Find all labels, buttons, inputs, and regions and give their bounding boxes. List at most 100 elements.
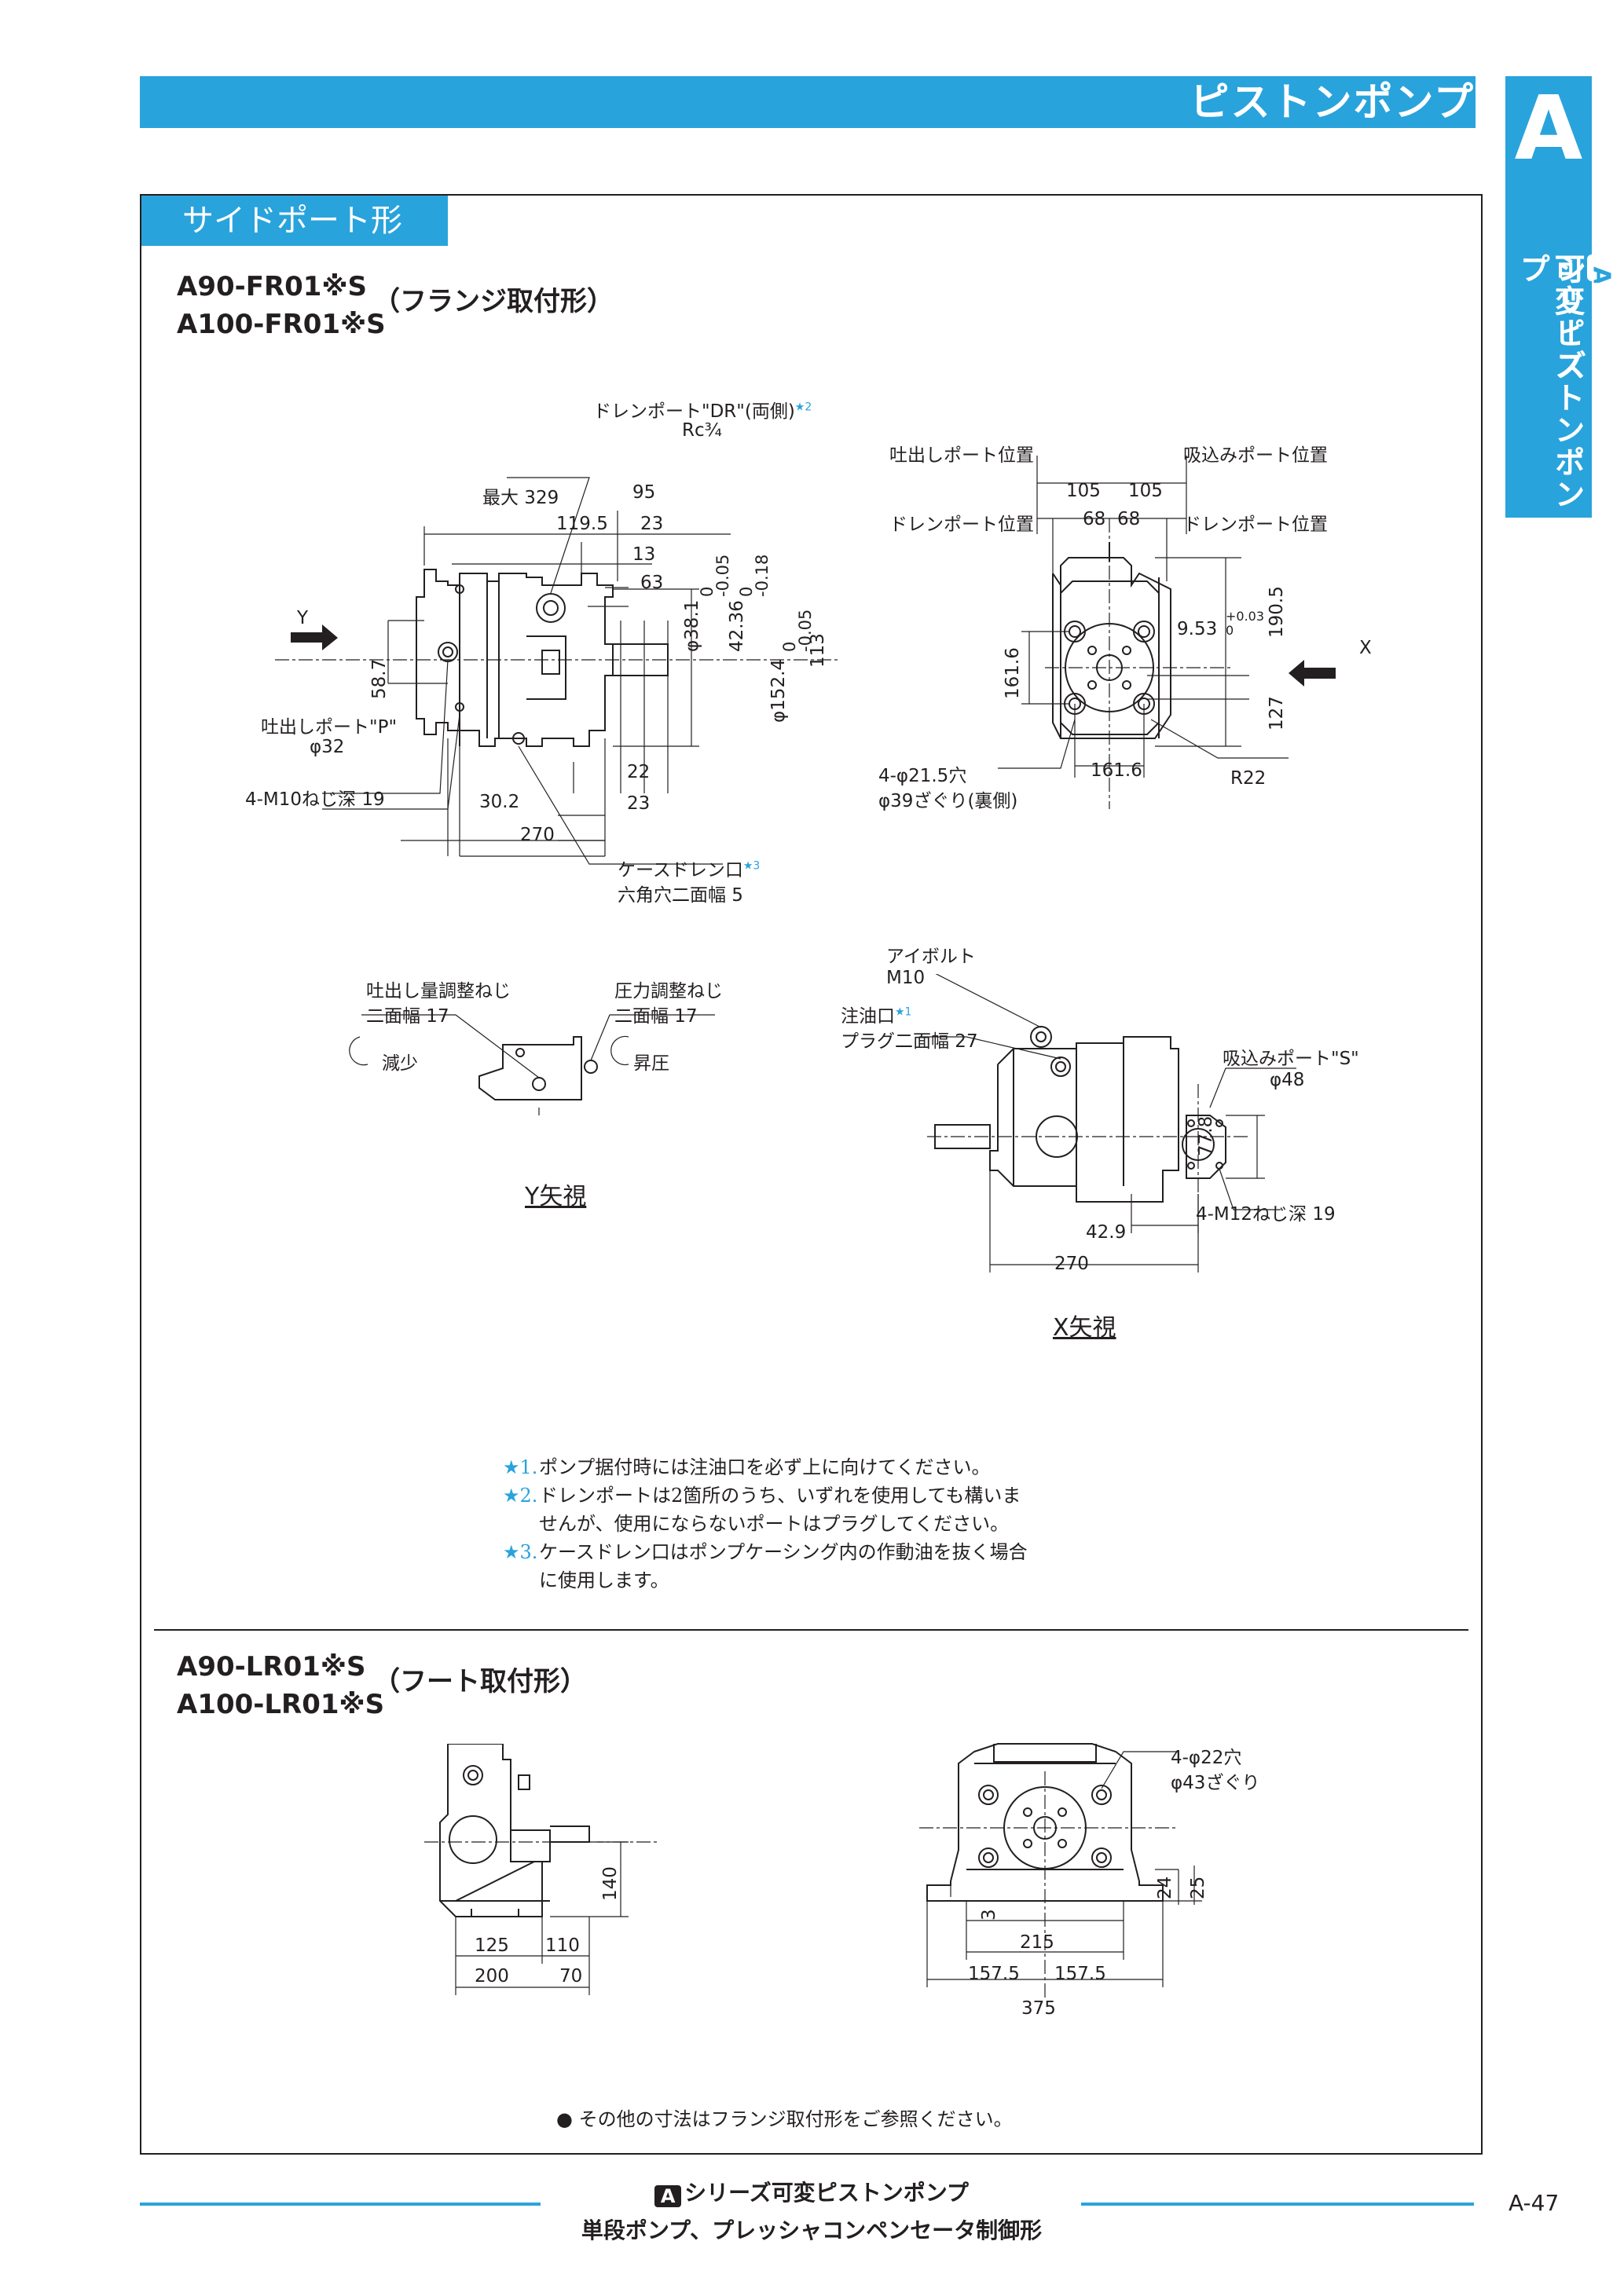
m10-label: 4-M10ねじ深 19 — [245, 789, 385, 810]
dim-3: 3 — [979, 1909, 999, 1921]
dim-68a: 68 — [1083, 509, 1106, 529]
dim-42: 42.36 — [727, 600, 747, 652]
dim-63: 63 — [640, 573, 664, 593]
flange-model-line2: A100-FR01※S — [177, 309, 386, 340]
dim-42-9: 42.9 — [1086, 1222, 1127, 1243]
page-number: A-47 — [1509, 2190, 1560, 2216]
drain-pos-left: ドレンポート位置 — [889, 514, 1034, 535]
dim-140: 140 — [600, 1866, 621, 1901]
foot-cbore-label: φ43ざぐり — [1171, 1773, 1260, 1793]
dim-125: 125 — [475, 1935, 509, 1956]
dim-127: 127 — [1267, 696, 1287, 731]
dim-phi38: φ38.1 — [682, 599, 702, 652]
dim-phi152: φ152.4 — [768, 658, 789, 723]
dim-270-x: 270 — [1054, 1254, 1089, 1274]
footer-line-right — [1081, 2203, 1474, 2206]
dim-30: 30.2 — [479, 792, 520, 812]
footer-line2: 単段ポンプ、プレッシャコンペンセータ制御形 — [581, 2217, 1043, 2243]
dim-max: 最大 329 — [482, 488, 559, 508]
cbore-label: φ39ざぐり(裏側) — [878, 791, 1018, 811]
dim-58: 58.7 — [369, 658, 390, 699]
phi48-label: φ48 — [1270, 1070, 1305, 1090]
hex-label: 六角穴二面幅 5 — [618, 885, 743, 906]
press-adj-label: 圧力調整ねじ — [614, 981, 723, 1002]
dim-24: 24 — [1155, 1876, 1175, 1899]
x-arrow-label: X — [1359, 638, 1372, 658]
dim-23a: 23 — [640, 514, 664, 534]
dim-157a: 157.5 — [968, 1964, 1020, 1984]
flow-hex-label: 二面幅 17 — [366, 1006, 449, 1027]
flange-model-line1: A90-FR01※S — [177, 271, 368, 302]
foot-model-line1: A90-LR01※S — [177, 1651, 366, 1683]
dim-157b: 157.5 — [1054, 1964, 1106, 1984]
dim-25: 25 — [1188, 1876, 1208, 1899]
reference-note: ● その他の寸法はフランジ取付形をご参照ください。 — [556, 2108, 1013, 2130]
dim-68b: 68 — [1117, 509, 1141, 529]
side-view-drawing — [275, 477, 841, 865]
y-view-drawing — [349, 1014, 715, 1115]
m12-label: 4-M12ねじ深 19 — [1196, 1204, 1336, 1225]
footer-line-left — [140, 2203, 541, 2206]
drain-pos-right: ドレンポート位置 — [1183, 514, 1328, 535]
dim-110: 110 — [545, 1935, 580, 1956]
foot-front-drawing — [919, 1743, 1202, 1999]
dim-70: 70 — [559, 1966, 583, 1987]
note-1: ★1.ポンプ据付時には注油口を必ず上に向けてください。 — [503, 1456, 991, 1478]
out-port-label: 吐出しポート"P" — [261, 717, 398, 738]
y-arrow-label: Y — [297, 608, 309, 628]
section-divider — [154, 1629, 1468, 1631]
r22-label: R22 — [1230, 768, 1267, 789]
dim-105a: 105 — [1066, 481, 1101, 501]
foot-model-line2: A100-LR01※S — [177, 1689, 385, 1720]
side-tab — [1505, 76, 1592, 518]
eyebolt-m10: M10 — [886, 968, 926, 988]
holes-label: 4-φ21.5穴 — [878, 766, 967, 786]
y-view-caption: Y矢視 — [525, 1183, 587, 1210]
a-logo-icon: A — [1587, 255, 1615, 283]
header-bar — [140, 76, 1476, 128]
note-2: ★2.ドレンポートは2箇所のうち、いずれを使用しても構いま せんが、使用にならな… — [503, 1485, 1021, 1535]
side-tab-line2: 可変ピストンポンプ — [1515, 253, 1585, 511]
notes: ★1.ポンプ据付時には注油口を必ず上に向けてください。 ★2.ドレンポートは2箇… — [503, 1453, 1131, 1595]
case-drain-label: ケースドレン口★3 — [618, 859, 761, 881]
a-logo-icon: A — [654, 2185, 682, 2207]
note-3: ★3.ケースドレン口はポンプケーシング内の作動油を抜く場合 に使用します。 — [503, 1541, 1028, 1591]
foot-side-drawing — [424, 1744, 660, 1995]
dim-22: 22 — [627, 762, 651, 782]
header-title: ピストンポンプ — [1190, 79, 1475, 125]
x-arrow-icon — [1289, 660, 1336, 687]
dim-161h: 161.6 — [1091, 760, 1142, 781]
tol-key: +0.03 0 — [1226, 609, 1265, 638]
drain-port-label: ドレンポート"DR"(両側)★2 — [593, 401, 812, 422]
tol-42: 0 -0.18 — [737, 554, 772, 597]
dim-13: 13 — [632, 544, 656, 565]
dec-label: 減少 — [382, 1053, 418, 1074]
dim-200: 200 — [475, 1966, 509, 1987]
foot-holes-label: 4-φ22穴 — [1171, 1748, 1242, 1768]
fill-label: 注油口★1 — [841, 1005, 912, 1027]
inc-label: 昇圧 — [633, 1053, 669, 1074]
dim-119: 119.5 — [556, 514, 608, 534]
dim-23b: 23 — [627, 793, 651, 814]
phi32-label: φ32 — [310, 737, 345, 757]
x-view-drawing — [919, 974, 1296, 1273]
svg-text:A: A — [1588, 266, 1615, 283]
dim-161v: 161.6 — [1003, 647, 1023, 699]
side-tab-subtitle: A シリーズ 可変ピストンポンプ — [1505, 253, 1615, 512]
front-view-drawing — [998, 456, 1336, 809]
foot-mount-type: （フート取付形） — [373, 1666, 587, 1697]
dim-105b: 105 — [1128, 481, 1163, 501]
dim-215: 215 — [1020, 1932, 1054, 1953]
dim-113: 113 — [808, 633, 828, 668]
flow-adj-label: 吐出し量調整ねじ — [366, 981, 511, 1002]
side-tab-line1: A シリーズ — [1551, 253, 1617, 382]
plug-label: プラグ二面幅 27 — [841, 1031, 978, 1052]
in-pos-label: 吸込みポート位置 — [1183, 445, 1328, 466]
eyebolt-label: アイボルト — [886, 947, 976, 967]
dim-95: 95 — [632, 482, 656, 503]
dim-270: 270 — [520, 825, 555, 845]
section-tab: サイドポート形 — [141, 196, 448, 246]
dim-190: 190.5 — [1267, 586, 1287, 638]
rc-label: Rc¾ — [682, 420, 722, 441]
